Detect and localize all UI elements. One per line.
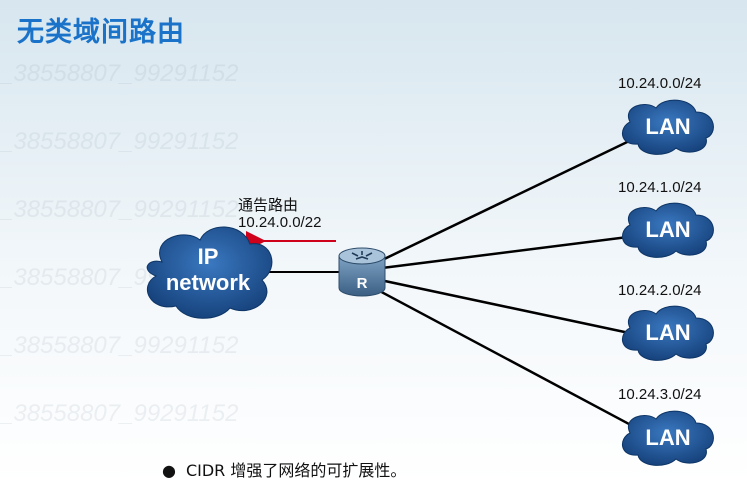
lan-label: LAN [645,217,690,242]
router-icon: R [338,247,386,297]
lan-label: LAN [645,425,690,450]
bullet-dot-icon: ● [162,461,176,480]
router-label: R [357,275,368,292]
lan-group: LAN LAN LAN LAN [622,99,714,466]
advertise-title: 通告路由 [238,197,299,214]
lan-subnet-label: 10.24.1.0/24 [618,179,702,196]
ip-network-label: network [166,270,251,295]
lan-cloud: LAN [622,202,714,258]
lan-subnet-label: 10.24.2.0/24 [618,282,702,299]
lan-cloud: LAN [622,99,714,155]
lan-label: LAN [645,114,690,139]
link-lan-1 [381,234,637,270]
bullet-point: ● CIDR 增强了网络的可扩展性。 [162,457,406,481]
link-lan-3 [373,286,645,434]
ip-network-cloud: IP network [146,226,273,319]
page-title: 无类域间路由 [17,17,185,48]
link-lan-0 [377,130,649,264]
bullet-text: CIDR 增强了网络的可扩展性。 [185,461,407,480]
lan-subnet-label: 10.24.0.0/24 [618,75,702,92]
ip-network-label: IP [198,244,219,269]
advertise-route: 10.24.0.0/22 [238,214,322,231]
lan-label: LAN [645,320,690,345]
lan-subnet-label: 10.24.3.0/24 [618,386,702,403]
lan-cloud: LAN [622,305,714,361]
lan-cloud: LAN [622,410,714,466]
link-lan-2 [379,278,635,336]
